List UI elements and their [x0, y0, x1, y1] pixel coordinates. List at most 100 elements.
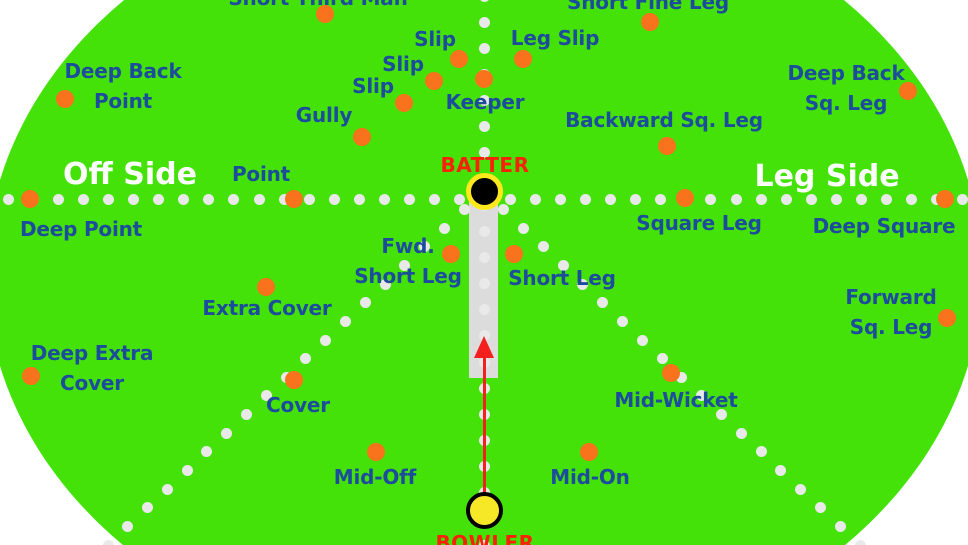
fielder-label-square-leg: Square Leg	[636, 211, 762, 235]
fielder-label-slip: Slip	[352, 74, 394, 98]
guide-dot	[77, 193, 89, 205]
guide-dot	[438, 222, 450, 234]
guide-dot	[419, 241, 431, 253]
guide-dot	[478, 95, 490, 107]
guide-dot	[52, 193, 64, 205]
guide-dot	[221, 427, 233, 439]
guide-dot	[122, 520, 134, 532]
guide-dot	[617, 315, 629, 327]
fielder-marker-deep-point[interactable]	[21, 190, 39, 208]
fielder-marker-deep-extra-cover[interactable]	[22, 367, 40, 385]
fielder-marker-extra-cover[interactable]	[257, 278, 275, 296]
fielder-marker-point[interactable]	[285, 190, 303, 208]
fielder-marker-short-fine-leg[interactable]	[641, 13, 659, 31]
guide-dot	[579, 193, 591, 205]
fielder-label-backward-sq-leg: Backward Sq. Leg	[565, 108, 763, 132]
fielder-label-fwd-short-leg: Fwd. Short Leg	[354, 234, 462, 288]
fielder-marker-short-leg[interactable]	[505, 245, 523, 263]
guide-dot	[478, 539, 490, 545]
guide-dot	[429, 193, 441, 205]
fielder-label-forward-sq-leg: Forward Sq. Leg	[845, 285, 937, 339]
fielder-label-deep-back-sq-leg: Deep Back Sq. Leg	[787, 61, 905, 115]
fielder-marker-mid-on[interactable]	[580, 443, 598, 461]
fielder-marker-gully[interactable]	[353, 128, 371, 146]
guide-dot	[775, 464, 787, 476]
fielder-label-cover: Cover	[266, 393, 330, 417]
guide-dot	[597, 297, 609, 309]
fielder-label-extra-cover: Extra Cover	[202, 296, 332, 320]
guide-dot	[228, 193, 240, 205]
guide-dot	[557, 260, 569, 272]
fielder-marker-backward-sq-leg[interactable]	[658, 137, 676, 155]
guide-dot	[735, 427, 747, 439]
fielder-marker-leg-slip[interactable]	[514, 50, 532, 68]
guide-dot	[518, 222, 530, 234]
guide-dot	[478, 278, 490, 290]
guide-dot	[320, 334, 332, 346]
fielder-label-keeper: Keeper	[445, 90, 525, 114]
guide-dot	[278, 193, 290, 205]
guide-dot	[906, 193, 918, 205]
fielder-marker-forward-sq-leg[interactable]	[938, 309, 956, 327]
guide-dot	[780, 193, 792, 205]
guide-dot	[814, 502, 826, 514]
fielder-label-point: Point	[231, 162, 291, 186]
fielder-marker-fwd-short-leg[interactable]	[442, 245, 460, 263]
fielder-label-gully: Gully	[295, 103, 353, 127]
guide-dot	[260, 390, 272, 402]
fielder-marker-deep-back-point[interactable]	[56, 90, 74, 108]
role-label-bowler: BOWLER	[435, 531, 535, 545]
guide-dot	[241, 409, 253, 421]
guide-dot	[630, 193, 642, 205]
bowler-marker[interactable]	[465, 491, 503, 529]
fielder-marker-mid-wicket[interactable]	[662, 364, 680, 382]
guide-dot	[577, 278, 589, 290]
fielder-label-leg-slip: Leg Slip	[510, 26, 600, 50]
fielder-marker-deep-square[interactable]	[936, 190, 954, 208]
guide-dot	[328, 193, 340, 205]
guide-dot	[2, 193, 14, 205]
fielder-marker-mid-off[interactable]	[367, 443, 385, 461]
role-label-batter: BATTER	[440, 153, 530, 177]
fielder-label-deep-back-point: Deep Back Point	[64, 59, 182, 113]
guide-dot	[795, 483, 807, 495]
guide-dot	[655, 193, 667, 205]
fielder-marker-keeper[interactable]	[475, 70, 493, 88]
side-label-leg-side: Leg Side	[754, 159, 900, 194]
fielder-marker-slip[interactable]	[395, 94, 413, 112]
fielder-label-slip: Slip	[414, 27, 456, 51]
side-label-off-side: Off Side	[63, 157, 197, 192]
fielder-label-short-leg: Short Leg	[508, 266, 616, 290]
guide-dot	[458, 204, 470, 216]
guide-dot	[181, 464, 193, 476]
guide-dot	[353, 193, 365, 205]
guide-dot	[529, 193, 541, 205]
guide-dot	[478, 121, 490, 133]
guide-dot	[478, 16, 490, 28]
fielder-label-mid-off: Mid-Off	[333, 465, 417, 489]
guide-dot	[339, 315, 351, 327]
bowling-direction-arrow-head	[474, 336, 494, 358]
guide-dot	[504, 193, 516, 205]
guide-dot	[537, 241, 549, 253]
fielder-marker-square-leg[interactable]	[676, 189, 694, 207]
guide-dot	[178, 193, 190, 205]
fielder-marker-short-third-man[interactable]	[316, 5, 334, 23]
batter-marker[interactable]	[465, 172, 503, 210]
fielder-marker-deep-back-sq-leg[interactable]	[899, 82, 917, 100]
guide-dot	[454, 193, 466, 205]
guide-dot	[676, 371, 688, 383]
guide-dot	[830, 193, 842, 205]
guide-dot	[303, 193, 315, 205]
guide-dot	[696, 390, 708, 402]
guide-dot	[730, 193, 742, 205]
guide-dot	[161, 483, 173, 495]
guide-dot	[379, 278, 391, 290]
fielder-marker-slip[interactable]	[425, 72, 443, 90]
fielder-marker-slip[interactable]	[450, 50, 468, 68]
fielder-marker-cover[interactable]	[285, 371, 303, 389]
guide-dot	[805, 193, 817, 205]
guide-dot	[636, 334, 648, 346]
guide-dot	[656, 353, 668, 365]
guide-dot	[102, 539, 114, 545]
